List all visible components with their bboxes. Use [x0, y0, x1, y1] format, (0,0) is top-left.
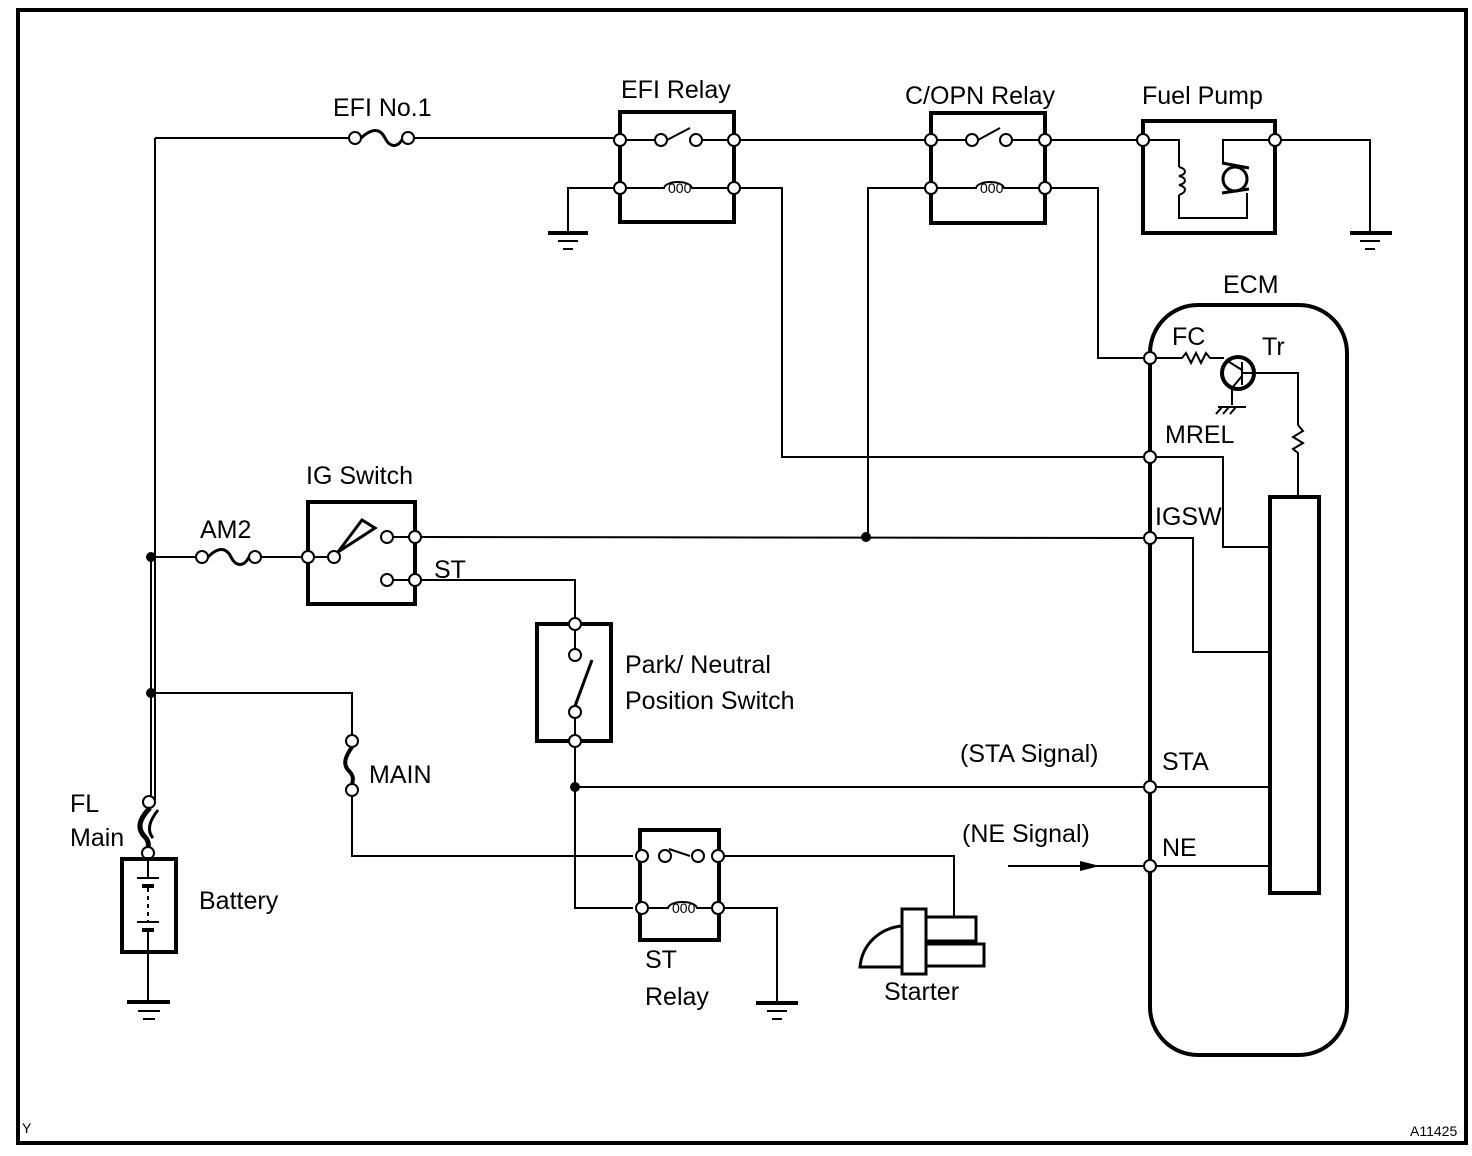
st-relay-label-1: ST [645, 946, 677, 974]
ecm-pin-fc: FC [1172, 323, 1205, 351]
wire-copn-coil-fc [1051, 187, 1144, 359]
starter-icon [858, 907, 986, 976]
ecm-pin-sta: STA [1162, 748, 1209, 776]
main-fuse-icon [343, 734, 359, 797]
wire-ig-to-igsw [420, 536, 1145, 539]
copn-relay: 000 [924, 111, 1052, 225]
park-neutral-switch [535, 617, 613, 748]
corner-label-left: Y [22, 1120, 32, 1136]
ground-icon [548, 231, 588, 250]
wire-efi-coil-ground [567, 187, 614, 232]
ecm-pin-mrel: MREL [1165, 421, 1235, 449]
ecm-ic-block [1268, 495, 1321, 895]
ecm-terminal-ne [1143, 859, 1157, 873]
ecm-pin-ne: NE [1162, 834, 1197, 862]
copn-relay-label: C/OPN Relay [905, 82, 1056, 110]
fuel-pump [1136, 119, 1282, 235]
efi-relay-label: EFI Relay [621, 76, 731, 104]
ecm-pin-igsw: IGSW [1155, 503, 1222, 531]
figure-id: A11425 [1410, 1123, 1457, 1139]
ecm-box [1148, 303, 1349, 1057]
wire-strelay-starter [724, 855, 955, 917]
fuel-pump-label: Fuel Pump [1142, 82, 1263, 110]
efi-fuse-label: EFI No.1 [333, 94, 432, 122]
wire-strelay-ground [724, 907, 778, 1002]
pn-switch-label-2: Position Switch [625, 687, 795, 715]
wire-bus-main [151, 692, 353, 735]
fc-resistor-icon [1156, 350, 1224, 366]
ground-icon [756, 1001, 798, 1020]
starter-label: Starter [884, 978, 959, 1006]
ground-icon [127, 1000, 170, 1020]
wire-igsw-internal [1156, 537, 1270, 653]
ig-switch [301, 500, 422, 606]
ecm-terminal-fc [1143, 351, 1157, 365]
main-fuse-label: MAIN [369, 761, 432, 789]
fl-label-1: FL [70, 790, 99, 818]
junction-dot [861, 532, 871, 542]
wire-st-to-pn [421, 579, 576, 618]
arrow-icon [1080, 861, 1100, 871]
wire-mrel-internal [1156, 456, 1270, 548]
svg-text:000: 000 [980, 180, 1004, 196]
fl-main-fuse-icon [137, 795, 160, 860]
efi-fuse-icon [348, 129, 415, 147]
st-relay: 000 [635, 828, 725, 942]
efi-relay: 000 [613, 110, 741, 224]
transistor-icon [1215, 355, 1299, 425]
ne-signal-label: (NE Signal) [962, 820, 1090, 848]
wire-pump-ground [1281, 139, 1371, 232]
st-relay-label-2: Relay [645, 983, 709, 1011]
diagram-frame-border [16, 8, 1468, 1145]
wire-pn-out [574, 747, 633, 909]
wire-main-to-strelay [351, 796, 633, 857]
pullup-resistor-icon [1291, 424, 1305, 497]
sta-signal-label: (STA Signal) [960, 740, 1098, 768]
battery-icon [120, 857, 178, 954]
battery-label: Battery [199, 887, 279, 915]
am2-fuse-icon [195, 548, 262, 566]
ecm-terminal-igsw [1143, 531, 1157, 545]
ecm-terminal-mrel [1143, 450, 1157, 464]
ground-icon [1350, 231, 1392, 250]
ecm-label: ECM [1223, 271, 1279, 299]
svg-text:000: 000 [668, 180, 692, 196]
ig-switch-label: IG Switch [306, 462, 413, 490]
pn-switch-label-1: Park/ Neutral [625, 651, 771, 679]
wire-copn-coil-in [867, 187, 925, 537]
wire-efi-coil-mrel [740, 187, 1144, 458]
ecm-pin-tr: Tr [1262, 333, 1285, 361]
am2-fuse-label: AM2 [200, 516, 251, 544]
ecm-terminal-sta [1143, 780, 1157, 794]
svg-text:000: 000 [672, 900, 696, 916]
fl-label-2: Main [70, 824, 124, 852]
